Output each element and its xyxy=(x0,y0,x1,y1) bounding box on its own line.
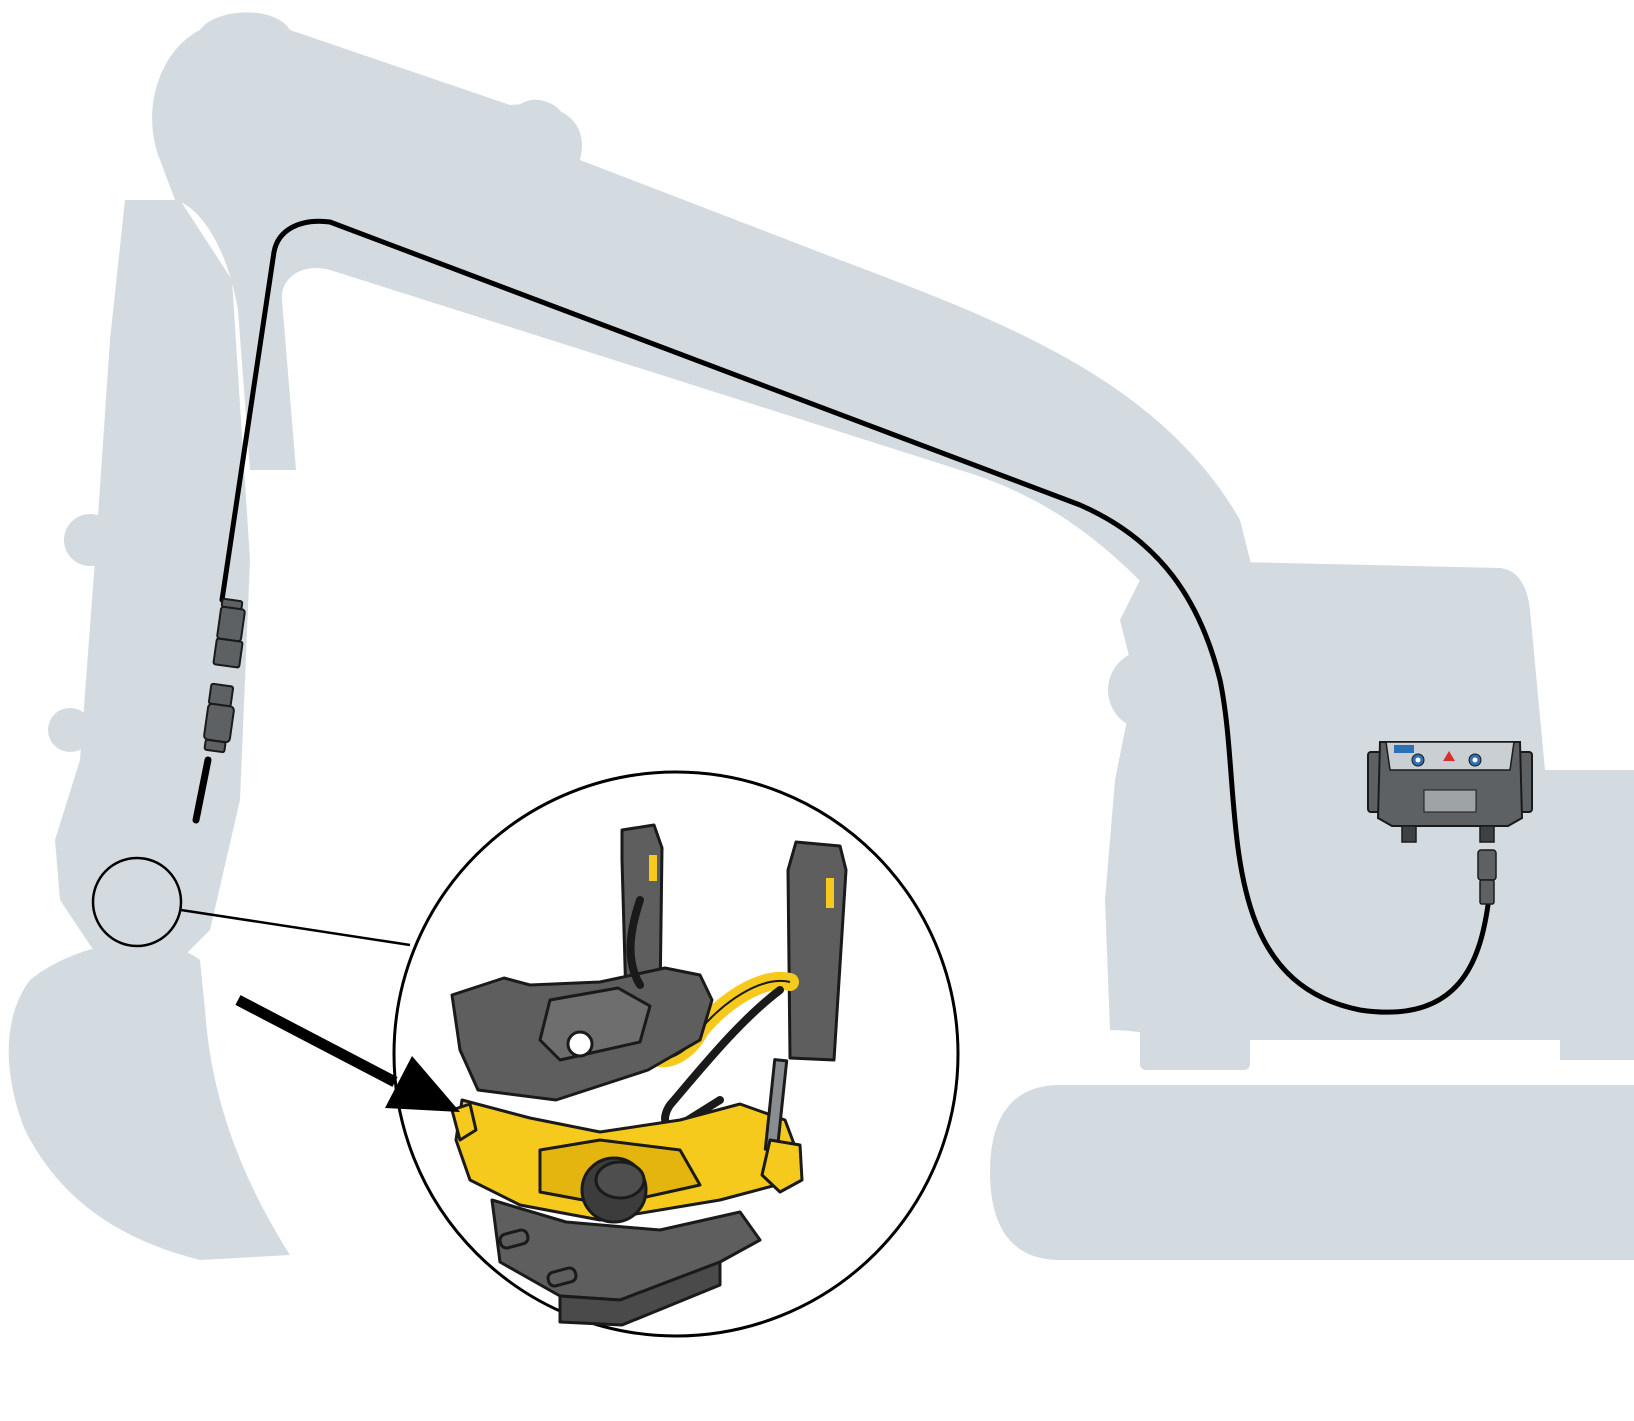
control-unit xyxy=(1367,741,1533,905)
control-unit-plug-collar xyxy=(1479,879,1495,905)
coupler-base-front xyxy=(558,1260,722,1327)
indicator-left-inner xyxy=(1415,757,1421,763)
base-pin-left-2 xyxy=(546,1266,578,1288)
connector-lower-collar xyxy=(203,738,227,754)
connector-upper-thread xyxy=(212,637,244,669)
tilt-cylinder-bracket xyxy=(760,1138,804,1194)
link-pin-1 xyxy=(64,514,116,566)
link-bar xyxy=(70,712,180,748)
upright-left-marker xyxy=(649,855,657,881)
zoom-callout-small xyxy=(91,856,183,948)
link-pin-4 xyxy=(70,830,190,950)
port-right xyxy=(1479,825,1495,843)
coupler-pin-hole xyxy=(566,1030,594,1058)
boom xyxy=(152,12,1260,651)
upright-right-marker xyxy=(826,878,834,908)
control-unit-plug-body xyxy=(1477,849,1497,881)
hose-black-2 xyxy=(626,896,644,989)
base-pin-left xyxy=(498,1228,530,1250)
track xyxy=(990,1085,1634,1260)
boom-cylinder xyxy=(502,99,568,171)
connector-lower-body xyxy=(203,702,235,744)
latch-yellow xyxy=(450,1102,478,1142)
cable-route xyxy=(219,218,1491,1015)
cable-lower xyxy=(192,756,212,824)
upright-right xyxy=(786,840,848,1062)
pointer-arrow-shaft xyxy=(235,995,398,1087)
pointer-arrow-head xyxy=(385,1056,460,1112)
cable-connectors xyxy=(203,597,246,754)
pointer-arrow xyxy=(235,995,460,1112)
stick xyxy=(55,200,250,960)
warning-triangle-icon xyxy=(1443,751,1455,761)
indicator-right-inner xyxy=(1472,757,1478,763)
port-left xyxy=(1401,825,1417,843)
control-unit-label-window xyxy=(1423,789,1477,813)
boom-root xyxy=(1108,650,1188,730)
control-unit-logo xyxy=(1394,745,1414,753)
connector-upper-body xyxy=(216,605,246,643)
swing-bearing xyxy=(1140,1020,1250,1070)
quick-coupler-detail xyxy=(450,823,848,1327)
zoom-callout-leader xyxy=(180,908,411,947)
rotator-motor-top xyxy=(594,1160,646,1200)
bucket xyxy=(8,942,290,1260)
